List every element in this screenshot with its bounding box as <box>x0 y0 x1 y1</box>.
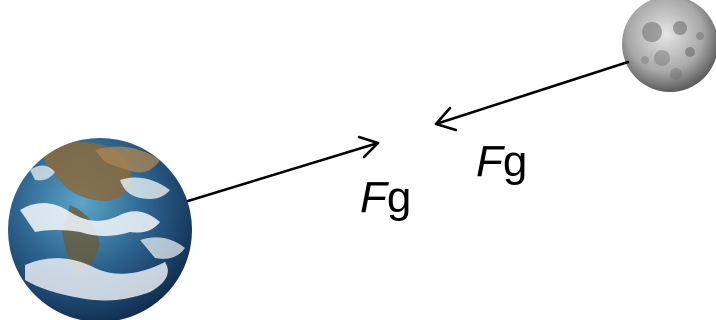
force-symbol: F <box>360 173 387 222</box>
earth-force-label: Fg <box>360 176 411 220</box>
earth-force-arrow <box>186 135 380 203</box>
force-subscript: g <box>386 173 412 222</box>
moon-force-arrow <box>434 60 630 132</box>
moon-icon <box>622 0 716 92</box>
force-subscript: g <box>502 137 528 186</box>
force-symbol: F <box>476 137 503 186</box>
moon-force-label: Fg <box>476 140 527 184</box>
earth-icon <box>8 138 192 320</box>
